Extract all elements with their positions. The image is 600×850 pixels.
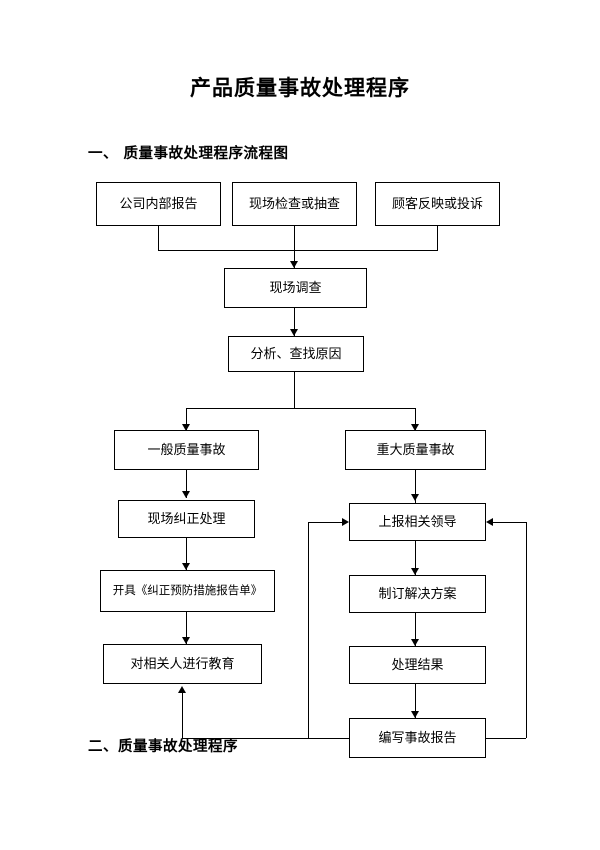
flow-node-handling-result: 处理结果 bbox=[349, 646, 486, 684]
edge-n14-left bbox=[308, 738, 349, 739]
flow-node-corrective-action-form: 开具《纠正预防措施报告单》 bbox=[100, 570, 275, 612]
flow-node-educate-personnel: 对相关人进行教育 bbox=[103, 644, 262, 684]
flow-node-general-quality-incident: 一般质量事故 bbox=[114, 430, 259, 470]
flow-node-site-investigation: 现场调查 bbox=[224, 268, 367, 308]
edge-n1-down bbox=[158, 226, 159, 250]
edge-n12-to-n13 bbox=[415, 613, 416, 646]
edge-n6-to-n8 bbox=[186, 470, 187, 498]
arrow-n14-to-n10 bbox=[178, 686, 186, 693]
page-title: 产品质量事故处理程序 bbox=[190, 76, 410, 100]
arrow-split-left bbox=[182, 424, 190, 431]
edge-n14-right bbox=[486, 738, 526, 739]
flow-node-report-to-leaders: 上报相关领导 bbox=[349, 503, 486, 541]
flow-node-major-quality-incident: 重大质量事故 bbox=[345, 430, 486, 470]
edge-loop-right-to-n11 bbox=[493, 522, 526, 523]
arrow-n7-to-n11 bbox=[411, 494, 419, 501]
flow-node-onsite-correction: 现场纠正处理 bbox=[118, 500, 255, 538]
edge-n13-to-n14 bbox=[415, 684, 416, 718]
arrow-split-right bbox=[411, 424, 419, 431]
arrow-n8-to-n9 bbox=[182, 563, 190, 570]
edge-n8-to-n9 bbox=[186, 538, 187, 570]
arrow-n13-to-n14 bbox=[411, 711, 419, 718]
arrow-n6-to-n8 bbox=[182, 491, 190, 498]
arrow-n4-to-n5 bbox=[290, 329, 298, 336]
edge-n4-to-n5 bbox=[294, 308, 295, 336]
flow-node-write-incident-report: 编写事故报告 bbox=[349, 718, 486, 758]
arrow-loop-right-to-n11 bbox=[486, 518, 493, 526]
edge-split-left bbox=[186, 408, 187, 430]
flow-node-solution-plan: 制订解决方案 bbox=[349, 575, 486, 613]
arrow-n11-to-n12 bbox=[411, 568, 419, 575]
flow-node-site-inspection: 现场检查或抽查 bbox=[232, 182, 357, 226]
edge-n3-down bbox=[437, 226, 438, 250]
flow-node-customer-feedback: 顾客反映或投诉 bbox=[375, 182, 500, 226]
edge-n14-to-n10-up bbox=[182, 690, 183, 738]
arrow-loop-left-to-n11 bbox=[342, 518, 349, 526]
edge-n7-to-n11 bbox=[415, 470, 416, 503]
arrow-bus-to-n4 bbox=[290, 261, 298, 268]
edge-bus-top bbox=[158, 250, 438, 251]
edge-n2-down bbox=[294, 226, 295, 250]
edge-split-right bbox=[415, 408, 416, 430]
flow-node-company-internal-report: 公司内部报告 bbox=[96, 182, 221, 226]
edge-n5-down bbox=[294, 372, 295, 408]
edge-n9-to-n10 bbox=[186, 612, 187, 644]
flow-node-analyze-cause: 分析、查找原因 bbox=[228, 336, 364, 372]
edge-split-bus bbox=[186, 408, 415, 409]
edge-n14-to-n10-bus bbox=[182, 738, 309, 739]
edge-bus-to-n4 bbox=[294, 250, 295, 268]
edge-n11-to-n12 bbox=[415, 541, 416, 575]
arrow-n12-to-n13 bbox=[411, 639, 419, 646]
edge-loop-right-up bbox=[526, 522, 527, 738]
arrow-n9-to-n10 bbox=[182, 637, 190, 644]
section-heading-2: 二、质量事故处理程序 bbox=[88, 739, 238, 755]
edge-loop-left-to-n11 bbox=[308, 522, 342, 523]
section-heading-1: 一、 质量事故处理程序流程图 bbox=[88, 146, 289, 162]
edge-loop-left-up bbox=[308, 522, 309, 738]
